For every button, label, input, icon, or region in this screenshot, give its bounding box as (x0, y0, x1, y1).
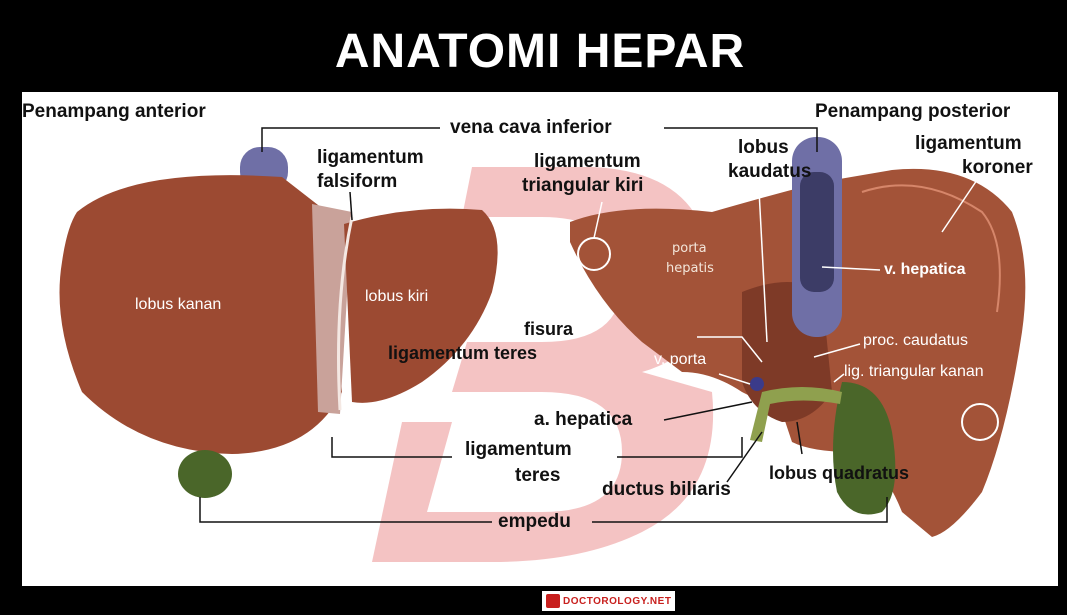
fisura-label: fisura (524, 320, 573, 339)
lobus-kanan-shape (60, 175, 343, 454)
koroner-label-2: koroner (962, 158, 1033, 178)
footer-bar: DOCTOROLOGY.NET (22, 586, 1058, 615)
falsiform-label-2: falsiform (317, 172, 397, 192)
anterior-view-label: Penampang anterior (22, 102, 206, 122)
ductus-biliaris-label: ductus biliaris (602, 480, 731, 500)
v-porta-vessel (750, 377, 764, 391)
kaudatus-label-1: lobus (738, 138, 789, 158)
lobus-kanan-label: lobus kanan (135, 297, 221, 314)
lobus-quadratus-label: lobus quadratus (769, 464, 909, 483)
vena-cava-label: vena cava inferior (450, 118, 612, 138)
proc-caudatus-label: proc. caudatus (863, 333, 968, 350)
empedu-label: empedu (498, 512, 571, 532)
lobus-kiri-label: lobus kiri (365, 289, 428, 306)
diagram-panel: Penampang anterior Penampang posterior v… (22, 92, 1058, 586)
doctorology-logo: DOCTOROLOGY.NET (542, 591, 675, 611)
posterior-view-label: Penampang posterior (815, 102, 1010, 122)
empedu-anterior (178, 450, 232, 498)
page-title: ANATOMI HEPAR (22, 24, 1058, 79)
falsiform-label-1: ligamentum (317, 148, 424, 168)
porta-hepatis-label-2: hepatis (666, 262, 714, 276)
logo-mark-icon (546, 594, 560, 608)
lig-triangular-kanan-label: lig. triangular kanan (844, 364, 984, 381)
kaudatus-label-2: kaudatus (728, 162, 811, 182)
triangular-kiri-label-2: triangular kiri (522, 176, 643, 196)
fisura-teres-label: ligamentum teres (388, 344, 537, 363)
ligamentum-teres-label-2: teres (515, 466, 560, 486)
a-hepatica-label: a. hepatica (534, 410, 632, 430)
ligamentum-teres-label-1: ligamentum (465, 440, 572, 460)
v-porta-label: v. porta (654, 352, 706, 369)
koroner-label-1: ligamentum (915, 134, 1022, 154)
v-hepatica-label: v. hepatica (884, 262, 966, 279)
title-bar: ANATOMI HEPAR (22, 14, 1058, 92)
vena-cava-lumen (800, 172, 834, 292)
logo-text: DOCTOROLOGY.NET (563, 596, 671, 607)
triangular-kiri-label-1: ligamentum (534, 152, 641, 172)
porta-hepatis-label-1: porta (672, 242, 707, 256)
